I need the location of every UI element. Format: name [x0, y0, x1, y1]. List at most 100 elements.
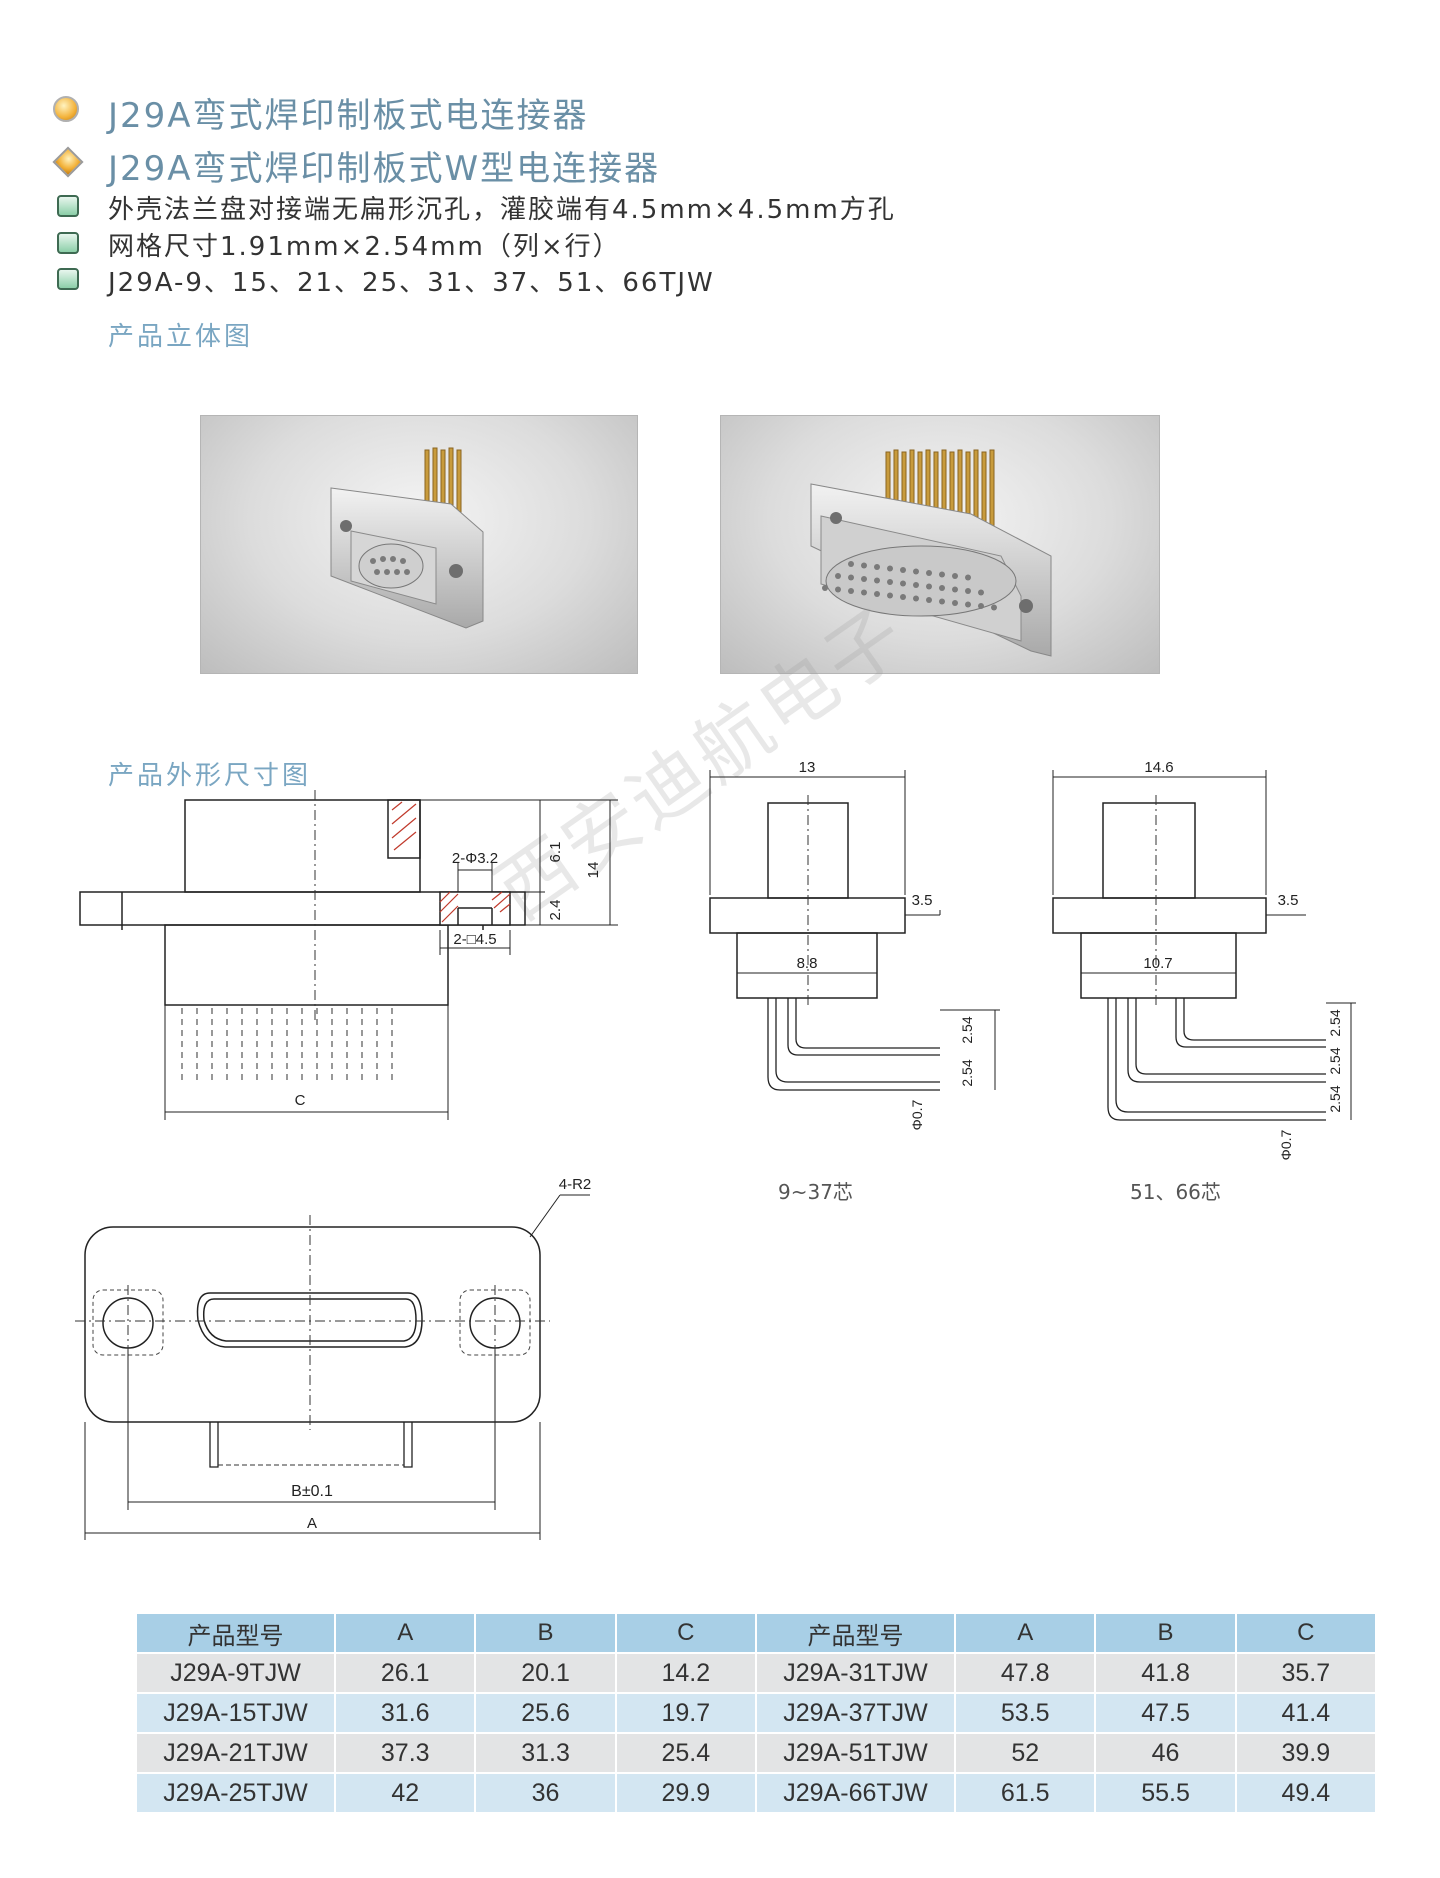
dim-pin: Φ0.7 — [1278, 1129, 1294, 1160]
table-row: J29A-15TJW 31.6 25.6 19.7 J29A-37TJW 53.… — [137, 1692, 1378, 1733]
pin-hole — [900, 567, 906, 573]
pin-hole — [965, 588, 971, 594]
pin-hole — [952, 600, 958, 606]
pin-hole — [900, 594, 906, 600]
pin-hole — [835, 573, 841, 579]
dim-pitch: 2.54 — [1327, 1047, 1343, 1074]
pin-hole — [848, 588, 854, 594]
caption-9-37: 9~37芯 — [778, 1180, 853, 1204]
table-cell: 47.5 — [1095, 1692, 1237, 1733]
front-view-drawing: B±0.1 A 4-R2 — [75, 1176, 592, 1540]
profile-view-9-37: 13 3.5 8.8 2.54 2.54 Φ0.7 — [709, 759, 1000, 1130]
pin-hole — [913, 568, 919, 575]
table-cell: 61.5 — [955, 1772, 1097, 1812]
dim-pin: Φ0.7 — [909, 1099, 925, 1130]
col-header: B — [1095, 1614, 1237, 1653]
pin-hole — [939, 598, 945, 605]
col-header: A — [335, 1614, 477, 1653]
front-flange — [84, 1226, 541, 1423]
table-cell: 53.5 — [955, 1692, 1097, 1733]
table-row: J29A-21TJW 37.3 31.3 25.4 J29A-51TJW 52 … — [137, 1732, 1378, 1773]
table-cell: 35.7 — [1235, 1652, 1378, 1693]
side-top-body — [184, 799, 421, 893]
pin-hole — [848, 561, 854, 567]
col-header: A — [955, 1614, 1097, 1653]
table-cell: 20.1 — [475, 1652, 617, 1693]
dim-w-top: 14.6 — [1144, 759, 1173, 776]
col-header: B — [475, 1614, 617, 1653]
table-cell: J29A-9TJW — [137, 1652, 337, 1693]
table-cell: 25.6 — [475, 1692, 617, 1733]
pin-hole — [978, 589, 984, 596]
pin-hole — [991, 604, 997, 611]
dim-a: A — [307, 1515, 317, 1532]
col-header: 产品型号 — [755, 1614, 957, 1653]
bullet-diamond-icon — [52, 146, 84, 178]
col-header: C — [615, 1614, 757, 1653]
table-cell: 19.7 — [615, 1692, 757, 1733]
table-header-row: 产品型号 A B C 产品型号 A B C — [137, 1614, 1378, 1653]
pin-hole — [874, 564, 880, 570]
table-cell: J29A-25TJW — [137, 1772, 337, 1812]
product-photo-small — [200, 415, 638, 674]
table-cell: 31.6 — [335, 1692, 477, 1733]
pin-hole — [861, 576, 867, 582]
table-cell: 41.8 — [1095, 1652, 1237, 1693]
pin-hole — [913, 595, 919, 602]
side-lower-body — [164, 924, 449, 1006]
pin-hole — [939, 585, 945, 591]
pin-hole — [926, 597, 932, 603]
pin-hole — [874, 591, 880, 597]
table-cell: J29A-31TJW — [755, 1652, 957, 1693]
bullet-square-icon — [57, 268, 79, 290]
table-cell: J29A-66TJW — [755, 1772, 957, 1812]
dim-35: 3.5 — [912, 892, 933, 909]
col-header: 产品型号 — [137, 1614, 337, 1653]
table-cell: 31.3 — [475, 1732, 617, 1773]
table-cell: J29A-21TJW — [137, 1732, 337, 1773]
table-cell: J29A-15TJW — [137, 1692, 337, 1733]
pin-hole — [848, 574, 854, 581]
dim-pitch: 2.54 — [959, 1016, 975, 1043]
dim-61: 6.1 — [547, 842, 564, 863]
connector-9-pin-illustration — [330, 447, 484, 629]
product-subtitle: J29A弯式焊印制板式W型电连接器 — [108, 149, 661, 189]
pin-hole — [887, 579, 893, 585]
table-cell: 29.9 — [615, 1772, 757, 1812]
product-photo-large — [720, 415, 1160, 674]
table-cell: 25.4 — [615, 1732, 757, 1773]
table-row: J29A-9TJW 26.1 20.1 14.2 J29A-31TJW 47.8… — [137, 1652, 1378, 1693]
profile-view-51-66: 14.6 3.5 10.7 2.54 2.54 2.54 Φ0.7 — [1052, 759, 1356, 1160]
table-cell: 41.4 — [1235, 1692, 1378, 1733]
dim-24: 2.4 — [547, 900, 564, 921]
section-title-photos: 产品立体图 — [108, 322, 254, 352]
table-cell: 39.9 — [1235, 1732, 1378, 1773]
dim-14: 14 — [585, 862, 602, 879]
bullet-square-icon — [57, 195, 79, 217]
pin-hole — [835, 586, 841, 593]
dim-w-body: 8.8 — [797, 955, 818, 972]
pin-hole — [952, 586, 958, 593]
dim-w-top: 13 — [799, 759, 816, 776]
bullet-circle-icon — [53, 96, 79, 122]
bullet-square-icon — [57, 232, 79, 254]
table-cell: 26.1 — [335, 1652, 477, 1693]
dim-pitch: 2.54 — [1327, 1085, 1343, 1112]
dim-c: C — [295, 1092, 306, 1109]
pin-hole — [874, 577, 880, 584]
pin-hole — [861, 562, 867, 569]
table-cell: J29A-37TJW — [755, 1692, 957, 1733]
caption-51-66: 51、66芯 — [1130, 1180, 1221, 1204]
table-row: J29A-25TJW 42 36 29.9 J29A-66TJW 61.5 55… — [137, 1772, 1378, 1812]
product-title: J29A弯式焊印制板式电连接器 — [108, 96, 589, 136]
col-header: C — [1235, 1614, 1378, 1653]
feature-item: 外壳法兰盘对接端无扁形沉孔，灌胶端有4.5mm×4.5mm方孔 — [108, 195, 896, 225]
pin-hole — [900, 580, 906, 587]
table-cell: J29A-51TJW — [755, 1732, 957, 1773]
pin-hole — [978, 603, 984, 609]
dim-pitch: 2.54 — [1327, 1009, 1343, 1036]
table-cell: 42 — [335, 1772, 477, 1812]
feature-item: 网格尺寸1.91mm×2.54mm（列×行） — [108, 232, 621, 262]
section-title-drawing: 产品外形尺寸图 — [108, 761, 312, 791]
dim-radius: 4-R2 — [559, 1176, 592, 1193]
